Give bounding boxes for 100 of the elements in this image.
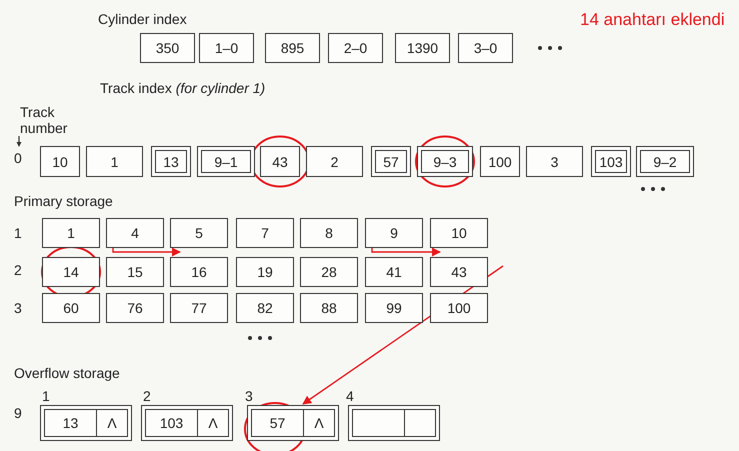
axis-title: Track number [20, 104, 68, 136]
overflow-record-box [40, 405, 132, 441]
record-box [265, 33, 320, 63]
overflow-record-box [348, 405, 440, 441]
record-box [140, 33, 195, 63]
record-box [170, 218, 228, 248]
record-box [365, 293, 423, 323]
record-key: 100 [447, 300, 471, 316]
row-number: 1 [14, 225, 22, 242]
arrow [371, 248, 441, 256]
record-box [526, 146, 583, 177]
record-box [260, 146, 300, 177]
record-key: 43 [451, 264, 467, 280]
record-key: 5 [195, 225, 203, 241]
record-box [417, 146, 473, 177]
record-box [151, 146, 191, 177]
null-pointer: Λ [107, 415, 117, 431]
record-box [42, 293, 100, 323]
record-box [591, 146, 631, 177]
record-key: 10 [451, 225, 467, 241]
record-key: 8 [325, 225, 333, 241]
record-key: 15 [127, 264, 143, 280]
record-key: 3–0 [474, 40, 498, 56]
record-key: 3 [550, 154, 558, 170]
record-box [42, 257, 100, 287]
record-key: 100 [488, 154, 512, 170]
record-key: 2–0 [344, 40, 368, 56]
record-key: 13 [62, 415, 78, 431]
record-box [306, 146, 363, 177]
record-box [106, 218, 164, 248]
record-key: 103 [599, 154, 623, 170]
record-key: 28 [321, 264, 337, 280]
record-box [106, 293, 164, 323]
record-key: 9 [390, 225, 398, 241]
section-heading: Cylinder index [98, 11, 187, 28]
record-key: 60 [63, 300, 79, 316]
section-heading: Overflow storage [14, 365, 120, 382]
record-key: 99 [386, 300, 402, 316]
record-box [371, 146, 411, 177]
record-key: 9–2 [653, 154, 677, 170]
record-key: 77 [191, 300, 207, 316]
record-key: 1–0 [214, 40, 238, 56]
record-box [236, 257, 294, 287]
record-key: 41 [386, 264, 402, 280]
record-box [197, 146, 255, 177]
record-box [365, 218, 423, 248]
record-key: 9–3 [433, 154, 457, 170]
record-box [236, 293, 294, 323]
record-key: 10 [52, 154, 68, 170]
record-key: 4 [131, 225, 139, 241]
record-box [236, 218, 294, 248]
record-box [430, 293, 488, 323]
record-key: 43 [272, 154, 288, 170]
section-heading: Track index (for cylinder 1) [100, 80, 266, 96]
record-key: 82 [257, 300, 273, 316]
record-key: 1 [67, 225, 75, 241]
record-box [328, 33, 383, 63]
record-key: 57 [270, 415, 286, 431]
record-key: 88 [321, 300, 337, 316]
row-number: 3 [14, 300, 22, 316]
record-box [395, 33, 450, 63]
record-box [170, 293, 228, 323]
record-key: 2 [330, 154, 338, 170]
column-number: 4 [346, 388, 354, 404]
record-box [480, 146, 520, 177]
record-box [42, 218, 100, 248]
null-pointer: Λ [208, 415, 218, 431]
record-key: 1 [110, 154, 118, 170]
row-number: 2 [14, 262, 22, 278]
record-key: 895 [280, 40, 304, 56]
record-key: 103 [160, 415, 184, 431]
column-number: 2 [143, 388, 151, 404]
record-box [458, 33, 513, 63]
record-box [365, 257, 423, 287]
record-key: 13 [163, 154, 179, 170]
record-key: 19 [257, 264, 273, 280]
record-key: 57 [383, 154, 399, 170]
record-box [430, 218, 488, 248]
record-box [430, 257, 488, 287]
record-key: 14 [63, 264, 79, 280]
row-number: 0 [14, 150, 22, 166]
record-key: 7 [261, 225, 269, 241]
record-box [40, 146, 80, 177]
overflow-record-box [141, 405, 233, 441]
record-box [170, 257, 228, 287]
overflow-record-box [247, 405, 339, 441]
column-number: 3 [245, 388, 253, 404]
row-number: 9 [14, 405, 22, 422]
record-box [300, 293, 358, 323]
record-key: 1390 [406, 40, 438, 56]
record-box [300, 257, 358, 287]
arrow [112, 248, 181, 256]
record-key: 76 [127, 300, 143, 316]
record-box [636, 146, 694, 177]
column-number: 1 [42, 388, 50, 404]
record-box [300, 218, 358, 248]
record-key: 350 [156, 40, 180, 56]
record-box [106, 257, 164, 287]
record-box [199, 33, 254, 63]
record-key: 16 [191, 264, 207, 280]
